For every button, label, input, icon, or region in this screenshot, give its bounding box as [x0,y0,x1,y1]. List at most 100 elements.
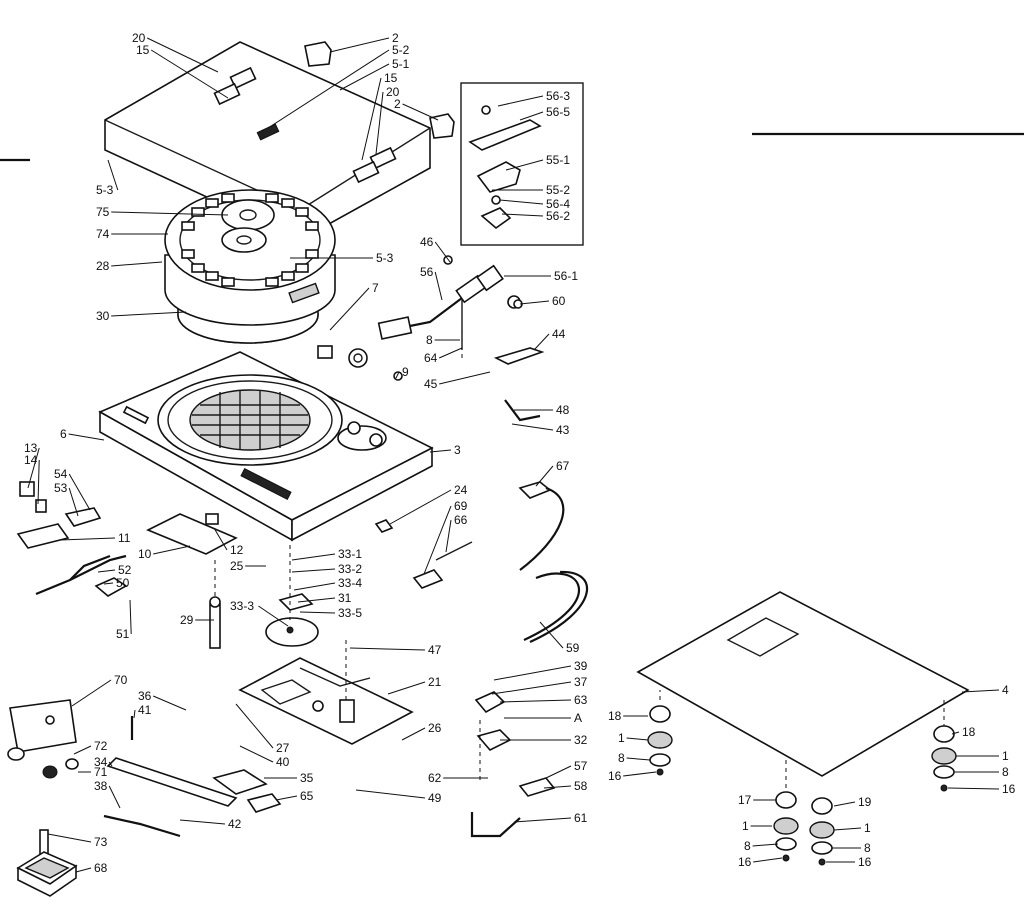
callout-label-69: 69 [454,499,468,513]
callout-leader-20 [146,37,219,73]
callout-label-56: 56 [420,265,434,279]
callout-label-25: 25 [230,559,244,573]
chassis-plate [238,657,414,745]
callout-label-70: 70 [114,673,128,687]
callout-leader-50 [103,582,114,585]
callout-leader-12 [213,527,228,551]
callout-leader-38 [108,785,121,809]
callout-leader-51 [129,599,132,635]
callout-label-27: 27 [276,741,290,755]
callout-label-10: 10 [138,547,152,561]
callout-leader-34 [108,761,113,767]
callout-leader-7 [329,287,370,331]
callout-label-13: 13 [24,441,38,455]
callout-leader-41 [133,709,136,719]
callout-label-30: 30 [96,309,110,323]
callout-leader-36 [153,695,187,711]
callout-leader-3 [429,449,452,453]
callout-label-74: 74 [96,227,110,241]
callout-label-31: 31 [338,591,352,605]
callout-label-16: 16 [858,855,872,869]
callout-leader-9 [395,371,400,379]
callout-leader-59 [539,621,564,649]
callout-leader-58 [543,785,572,789]
callout-leader-64 [438,347,463,359]
callout-label-47: 47 [428,643,442,657]
callout-label-53: 53 [54,481,68,495]
callout-leader-30 [111,311,187,317]
callout-label-8: 8 [864,841,871,855]
callout-label-2: 2 [394,97,401,111]
callout-leader-52 [97,569,116,573]
callout-label-52: 52 [118,563,132,577]
callout-label-67: 67 [556,459,570,473]
callout-leader-43 [511,423,554,431]
callout-label-57: 57 [574,759,588,773]
callout-leader-13 [27,447,40,489]
callout-leader-37 [491,681,572,695]
callout-leader-60 [519,300,550,305]
callout-leader-10 [153,545,191,555]
callout-leader-72 [73,745,92,755]
callout-leader-5-3 [107,159,119,191]
callout-label-1: 1 [864,821,871,835]
callout-label-60: 60 [552,294,566,308]
callout-leader-15 [361,77,382,161]
callout-label-37: 37 [574,675,588,689]
callout-label-3: 3 [454,443,461,457]
callout-label-73: 73 [94,835,108,849]
callout-label-34: 34 [94,755,108,769]
callout-leader-21 [387,681,426,695]
callout-leader-27 [235,703,274,749]
callout-label-5-2: 5-2 [392,43,410,57]
callout-leader-1 [833,827,862,831]
callout-leader-19 [833,801,856,807]
callout-leader-20 [375,91,384,155]
callout-label-56-3: 56-3 [546,89,570,103]
callout-label-58: 58 [574,779,588,793]
callout-label-59: 59 [566,641,580,655]
callout-leader-33-4 [293,582,336,591]
callout-leader-16 [947,787,1000,790]
callout-leader-49 [355,789,426,799]
callout-leader-8 [752,843,779,847]
callout-label-48: 48 [556,403,570,417]
callout-leader-33-3 [258,605,289,627]
callout-label-36: 36 [138,689,152,703]
callout-label-39: 39 [574,659,588,673]
callout-leader-33-5 [299,611,336,614]
callout-leader-44 [533,333,550,351]
callout-label-55-1: 55-1 [546,153,570,167]
callout-leader-73 [47,833,92,843]
callout-leader-15 [150,49,229,99]
callout-label-8: 8 [426,333,433,347]
callout-label-45: 45 [424,377,438,391]
callout-label-56-5: 56-5 [546,105,570,119]
callout-label-56-2: 56-2 [546,209,570,223]
callout-label-62: 62 [428,771,442,785]
callout-leader-56-5 [519,111,544,121]
tonearm [317,264,521,381]
callout-leader-33-1 [291,553,336,561]
callout-label-8: 8 [744,839,751,853]
callout-leader-39 [493,665,572,681]
callout-leader-67 [535,465,554,487]
callout-leader-57 [545,765,572,779]
callout-label-5-1: 5-1 [392,57,410,71]
callout-leader-33-2 [291,568,336,573]
callout-leader-42 [179,819,226,825]
callout-label-20: 20 [386,85,400,99]
callout-label-61: 61 [574,811,588,825]
turntable-base [98,351,434,542]
callout-label-5-3: 5-3 [376,251,394,265]
callout-label-68: 68 [94,861,108,875]
callout-leader-61 [513,817,572,823]
callout-label-A: A [574,711,582,725]
callout-label-63: 63 [574,693,588,707]
callout-label-44: 44 [552,327,566,341]
callout-leader-1 [626,737,649,741]
callout-label-40: 40 [276,755,290,769]
callout-leader-47 [349,647,426,651]
callout-label-9: 9 [402,365,409,379]
callout-label-4: 4 [1002,683,1009,697]
